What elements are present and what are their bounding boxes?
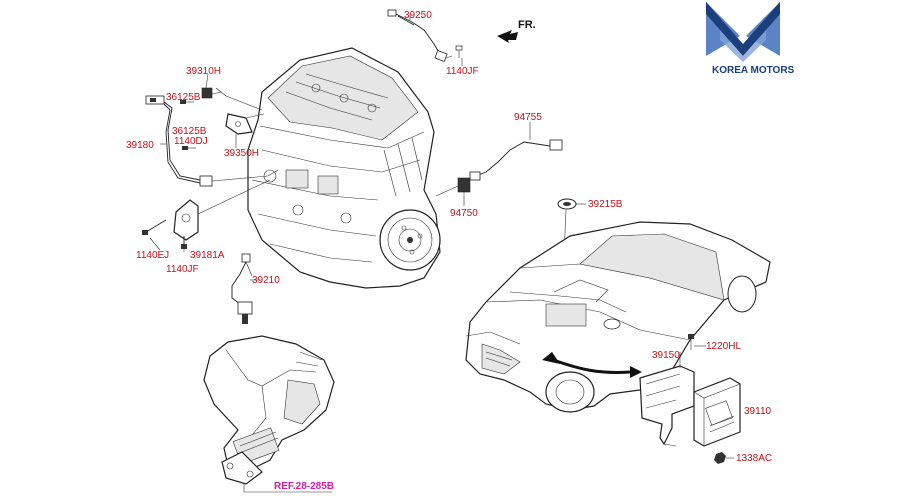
ecu-unit-39110 — [688, 334, 741, 464]
label-36125b-b: 36125B — [172, 126, 207, 137]
label-1140jf-bottom: 1140JF — [166, 264, 199, 275]
cam-position-sensor-39310h — [180, 87, 263, 111]
label-39215b: 39215B — [588, 199, 623, 210]
label-39310h: 39310H — [186, 66, 221, 77]
bolt-icon — [455, 45, 463, 58]
oil-pressure-sensor-94755 — [435, 139, 563, 197]
label-1338ac: 1338AC — [736, 453, 772, 464]
label-39110: 39110 — [744, 406, 772, 417]
nut-icon — [714, 452, 726, 464]
label-39181a: 39181A — [190, 250, 225, 261]
label-39180: 39180 — [126, 140, 154, 151]
vehicle-illustration — [465, 221, 771, 413]
engine-assembly — [247, 47, 441, 289]
front-arrow-icon — [497, 30, 518, 43]
label-1140ej: 1140EJ — [136, 250, 169, 261]
part-labels: 39250 1140JF 39310H 36125B 36125B 1140DJ… — [126, 10, 772, 492]
sensor-bracket-39350h — [225, 113, 265, 135]
label-36125b-a: 36125B — [166, 92, 201, 103]
label-39350h: 39350H — [224, 148, 259, 159]
label-1140jf-top: 1140JF — [446, 66, 479, 77]
exhaust-manifold-catalyst — [203, 335, 335, 493]
ecu-bracket-39150 — [639, 365, 695, 447]
bolt-icon — [688, 334, 694, 350]
brand-name: KOREA MOTORS — [712, 65, 795, 76]
label-1140dj: 1140DJ — [174, 136, 208, 147]
bolt-icon — [142, 219, 167, 235]
label-39250: 39250 — [404, 10, 432, 21]
oxygen-sensor-39250 — [387, 9, 463, 62]
label-39150: 39150 — [652, 350, 680, 361]
front-direction-indicator: FR. — [497, 19, 536, 43]
reference-label: REF.28-285B — [274, 481, 334, 492]
bolt-icon — [182, 146, 196, 150]
label-39210: 39210 — [252, 275, 280, 286]
bolt-icon — [180, 100, 194, 104]
leader-lines — [149, 14, 681, 368]
oxygen-sensor-39210 — [231, 253, 260, 324]
front-direction-label: FR. — [518, 19, 536, 31]
label-94750: 94750 — [450, 208, 478, 219]
label-1220hl: 1220HL — [706, 341, 741, 352]
label-94755: 94755 — [514, 112, 542, 123]
brand-logo: KOREA MOTORS — [706, 2, 795, 76]
crank-sensor-harness-39180 — [145, 95, 279, 187]
